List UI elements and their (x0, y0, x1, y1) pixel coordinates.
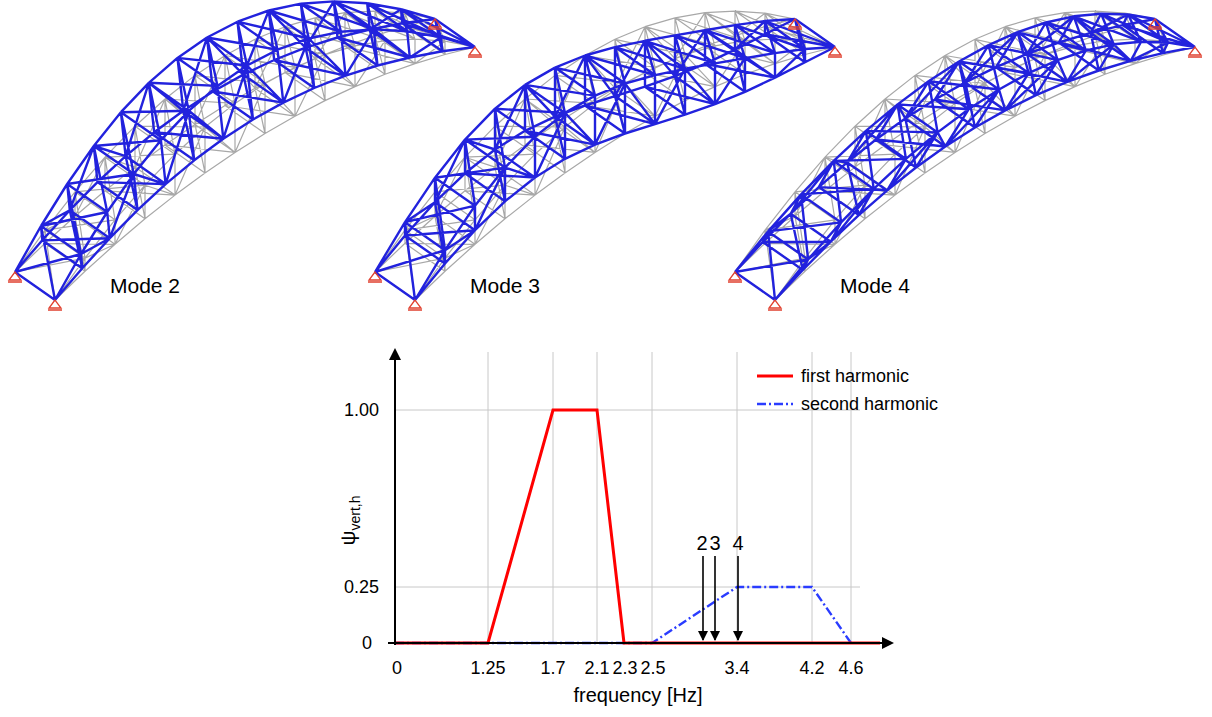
tick-label: 1.7 (540, 658, 565, 679)
support-symbol (368, 272, 382, 282)
callout-number: 3 (709, 532, 720, 555)
mode-arrow (702, 556, 704, 640)
deformed-truss (375, 19, 835, 300)
tick-label: 0.25 (344, 577, 379, 598)
tick-label: 1.00 (344, 400, 379, 421)
callout-number: 4 (732, 532, 743, 555)
mode-arrow (714, 556, 716, 640)
support-symbol (728, 272, 742, 282)
support-symbol (468, 47, 482, 57)
x-axis (388, 642, 892, 644)
tick-label: 2.3 (612, 658, 637, 679)
grid (395, 352, 860, 643)
legend-sample (757, 403, 793, 405)
mode-label: Mode 2 (110, 274, 180, 298)
y-axis (394, 350, 396, 645)
support-symbol (1148, 19, 1162, 29)
undeformed-truss (375, 11, 835, 300)
axis-title: frequency [Hz] (574, 684, 703, 707)
grid-line (597, 352, 598, 643)
grid-line (553, 352, 554, 643)
undeformed-truss (735, 11, 1195, 300)
first-harmonic-curve (395, 410, 880, 643)
support-symbol (8, 272, 22, 282)
tick-label: 0 (392, 658, 402, 679)
axis-title: ψvert,h (336, 495, 363, 545)
tick-label: 1.25 (470, 658, 505, 679)
mode-label: Mode 4 (840, 274, 910, 298)
callout-number: 2 (696, 532, 707, 555)
mode-arrow (737, 556, 739, 640)
legend-sample (757, 375, 793, 378)
tick-label: 2.5 (640, 658, 665, 679)
support-symbol (48, 300, 62, 310)
deformed-truss (15, 1, 475, 300)
legend-text: second harmonic (801, 394, 938, 415)
support-symbol (408, 300, 422, 310)
support-symbol (768, 300, 782, 310)
support-symbol (788, 19, 802, 29)
tick-label: 4.6 (838, 658, 863, 679)
deformed-truss (735, 14, 1195, 300)
tick-label: 2.1 (584, 658, 609, 679)
grid-line (652, 352, 653, 643)
axis-symbol: ψ (336, 530, 359, 545)
support-symbol (1188, 47, 1202, 57)
grid-line (488, 352, 489, 643)
tick-label: 3.4 (724, 658, 749, 679)
tick-label: 0 (362, 633, 372, 654)
support-symbol (428, 19, 442, 29)
support-symbol (828, 47, 842, 57)
grid-line (395, 410, 860, 411)
grid-line (737, 352, 738, 643)
mode-label: Mode 3 (470, 274, 540, 298)
legend-text: first harmonic (801, 366, 909, 387)
tick-label: 4.2 (799, 658, 824, 679)
axis-subscript: vert,h (347, 495, 363, 530)
